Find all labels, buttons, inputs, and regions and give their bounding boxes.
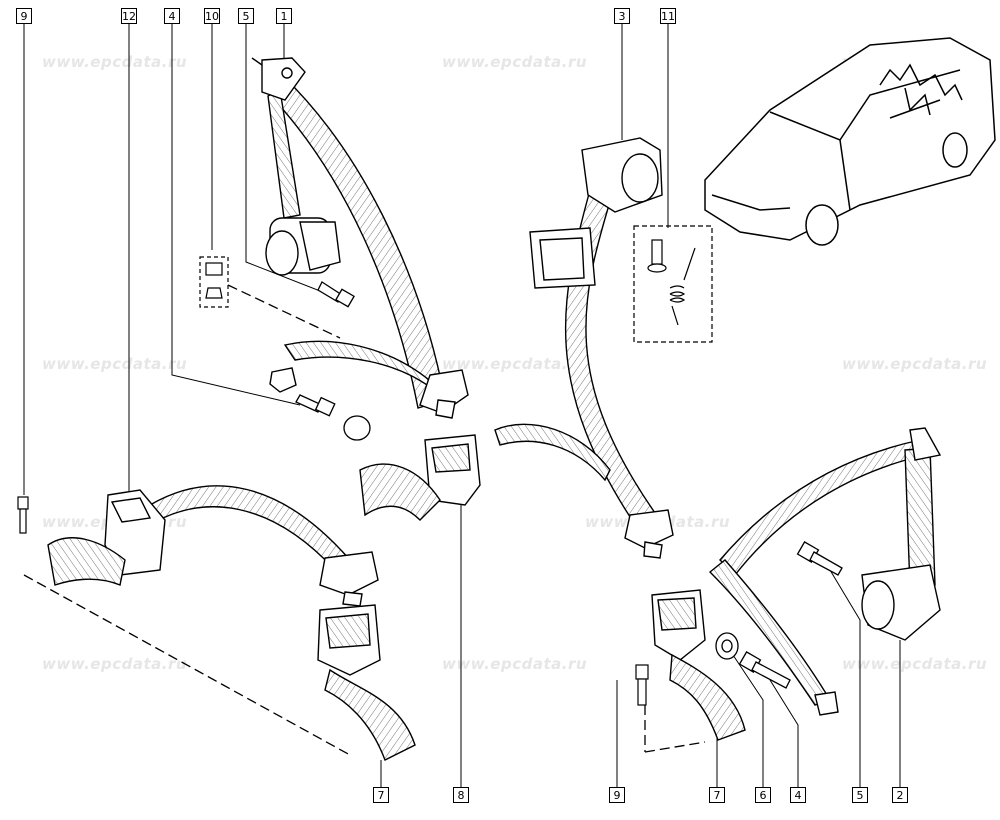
callout-7-left: 7 xyxy=(373,787,389,803)
bolt-9-left xyxy=(17,496,29,534)
nut-6 xyxy=(715,632,739,660)
watermark: www.epcdata.ru xyxy=(442,53,588,71)
bolt-4-right xyxy=(738,651,791,689)
callout-12: 12 xyxy=(121,8,137,24)
watermark: www.epcdata.ru xyxy=(442,655,588,673)
center-rear-belt xyxy=(494,137,674,559)
watermark: www.epcdata.ru xyxy=(842,355,988,373)
callout-5-top: 5 xyxy=(238,8,254,24)
callout-11: 11 xyxy=(660,8,676,24)
watermark: www.epcdata.ru xyxy=(42,655,188,673)
bolt-5-right xyxy=(796,541,843,576)
buckle-8 xyxy=(359,434,481,521)
bolt-4-front xyxy=(295,394,371,441)
callout-9-bottom: 9 xyxy=(609,787,625,803)
bolt-5-front xyxy=(317,281,355,308)
right-front-belt xyxy=(708,427,942,716)
callout-1: 1 xyxy=(276,8,292,24)
rear-left-belt xyxy=(47,485,379,607)
clip-10 xyxy=(199,256,229,308)
buckle-7-left xyxy=(317,604,416,761)
callout-4-bottom: 4 xyxy=(790,787,806,803)
callout-2: 2 xyxy=(892,787,908,803)
callout-5-bottom: 5 xyxy=(852,787,868,803)
front-left-belt xyxy=(251,57,469,419)
callout-4-top: 4 xyxy=(164,8,180,24)
callout-10: 10 xyxy=(204,8,220,24)
buckle-7-right xyxy=(651,589,746,741)
watermark: www.epcdata.ru xyxy=(842,655,988,673)
callout-8: 8 xyxy=(453,787,469,803)
callout-9-top: 9 xyxy=(16,8,32,24)
watermark: www.epcdata.ru xyxy=(442,355,588,373)
watermark: www.epcdata.ru xyxy=(42,53,188,71)
screw-spring-11 xyxy=(633,225,713,343)
watermark: www.epcdata.ru xyxy=(42,355,188,373)
car-illustration xyxy=(704,37,996,246)
bolt-9-right xyxy=(635,664,649,706)
callout-6: 6 xyxy=(755,787,771,803)
callout-3: 3 xyxy=(614,8,630,24)
callout-7-right: 7 xyxy=(709,787,725,803)
